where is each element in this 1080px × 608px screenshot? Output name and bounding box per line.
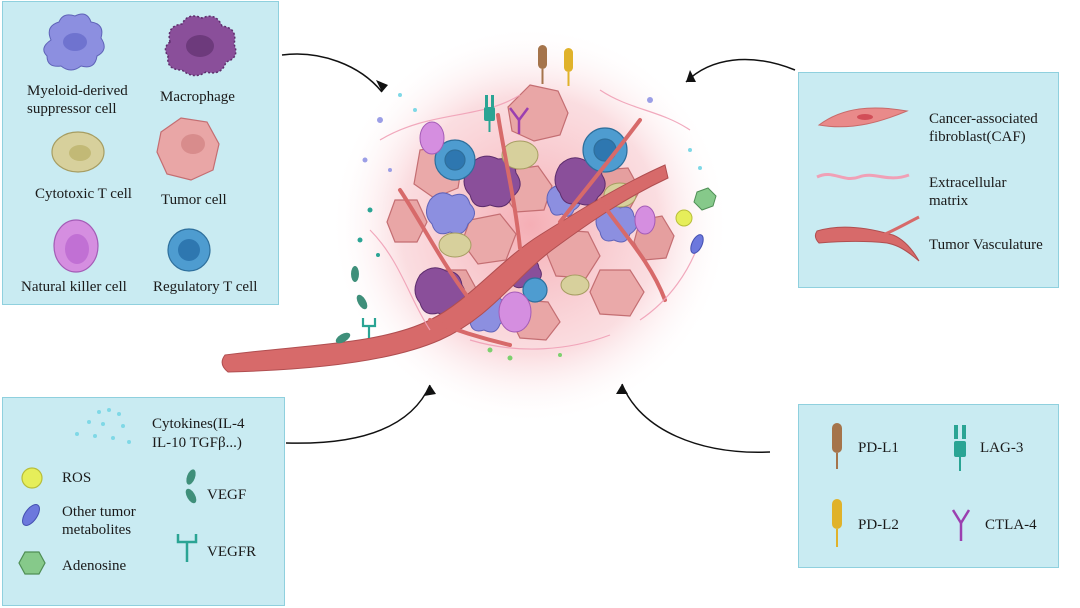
vegfr-label: VEGFR	[207, 544, 257, 560]
surface-pdl1-marker	[538, 45, 547, 84]
mdsc-icon	[43, 13, 105, 71]
pdl2-icon	[832, 499, 842, 547]
treg-cluster	[434, 127, 628, 303]
cytokines-label-line1: Cytokines(IL-4	[152, 416, 245, 432]
macrophage-icon	[164, 15, 237, 77]
ctla4-label: CTLA-4	[985, 517, 1037, 533]
ecm-label-line2: matrix	[929, 193, 969, 209]
cytokine-dots-icon	[75, 408, 131, 444]
caf-label-line2: fibroblast(CAF)	[929, 129, 1026, 145]
surface-lag3-marker	[484, 95, 495, 132]
vessel-branches	[398, 113, 667, 347]
lag3-icon	[954, 425, 966, 471]
tumor-mass	[221, 45, 717, 373]
metabolites-label-line1: Other tumor	[62, 504, 136, 520]
caf-label-line1: Cancer-associated	[929, 111, 1038, 127]
tumor-cell-icon	[156, 117, 220, 181]
surface-pdl2-marker	[564, 48, 573, 86]
vegfr-icon	[176, 534, 198, 562]
arrow-from-factors	[285, 384, 431, 444]
pdl1-icon	[832, 423, 842, 469]
cytokines-label-line2: IL-10 TGFβ...)	[152, 435, 242, 451]
checkpoint-legend-panel: PD-L1 LAG-3 PD-L2 CTLA-4	[798, 404, 1059, 568]
vasculature-label: Tumor Vasculature	[929, 237, 1043, 253]
mdsc-label-line1: Myeloid-derived	[27, 83, 128, 99]
cytotoxic-t-cell-icon	[51, 131, 105, 173]
pdl2-label: PD-L2	[858, 517, 899, 533]
ros-label: ROS	[62, 470, 92, 486]
arrows	[281, 53, 796, 453]
cell-legend-panel: Myeloid-derived suppressor cell Macropha…	[2, 1, 279, 305]
stroma-legend-panel: Cancer-associated fibroblast(CAF) Extrac…	[798, 72, 1059, 288]
scattered-factors	[335, 93, 717, 361]
macrophage-label: Macrophage	[160, 89, 235, 105]
metabolite-icon	[22, 504, 40, 526]
ecm-icon	[816, 172, 910, 180]
surface-ctla4-marker	[509, 107, 529, 134]
ecm-label-line1: Extracellular	[929, 175, 1007, 191]
cytotoxic-t-label: Cytotoxic T cell	[35, 186, 132, 202]
mdsc-label-line2: suppressor cell	[27, 101, 117, 117]
tumor-cell-label: Tumor cell	[161, 192, 227, 208]
ros-icon	[21, 467, 43, 489]
nk-cell-cluster	[419, 121, 656, 333]
metabolites-label-line2: metabolites	[62, 522, 132, 538]
pdl1-label: PD-L1	[858, 440, 899, 456]
nk-cell-icon	[53, 219, 99, 273]
arrow-from-stroma	[685, 58, 796, 83]
adenosine-label: Adenosine	[62, 558, 127, 574]
adenosine-icon	[18, 551, 46, 575]
lag3-label: LAG-3	[980, 440, 1024, 456]
treg-label: Regulatory T cell	[153, 279, 258, 295]
ctla4-icon	[951, 509, 971, 541]
factor-legend-panel: Cytokines(IL-4 IL-10 TGFβ...) ROS VEGF O…	[2, 397, 285, 606]
arrow-from-checkpoints	[621, 383, 771, 453]
regulatory-t-cell-icon	[167, 228, 211, 272]
arrowheads	[376, 70, 696, 396]
arrow-from-cells	[281, 53, 383, 93]
nk-cell-label: Natural killer cell	[21, 279, 127, 295]
vasculature-icon	[814, 215, 920, 262]
caf-icon	[817, 107, 909, 128]
vegf-label: VEGF	[207, 487, 247, 503]
vegf-icon	[185, 469, 197, 504]
